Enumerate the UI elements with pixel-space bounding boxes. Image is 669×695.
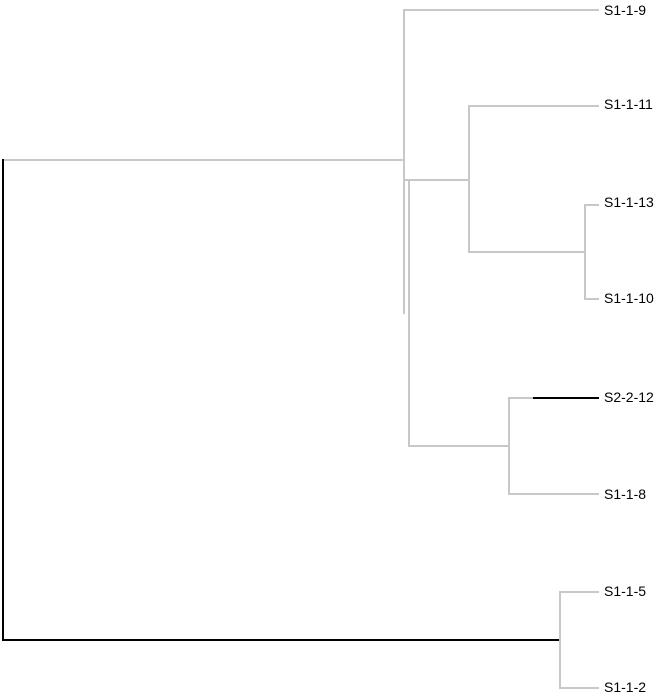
leaf-label-s1-1-5: S1-1-5	[604, 583, 647, 599]
leaf-label-s1-1-13: S1-1-13	[604, 194, 654, 210]
leaf-label-s1-1-8: S1-1-8	[604, 486, 647, 502]
leaf-label-s1-1-10: S1-1-10	[604, 290, 654, 306]
leaf-label-s1-1-9: S1-1-9	[604, 2, 647, 18]
leaf-label-s2-2-12: S2-2-12	[604, 389, 654, 405]
leaf-label-s1-1-11: S1-1-11	[604, 96, 653, 112]
leaf-label-s1-1-2: S1-1-2	[604, 679, 647, 695]
